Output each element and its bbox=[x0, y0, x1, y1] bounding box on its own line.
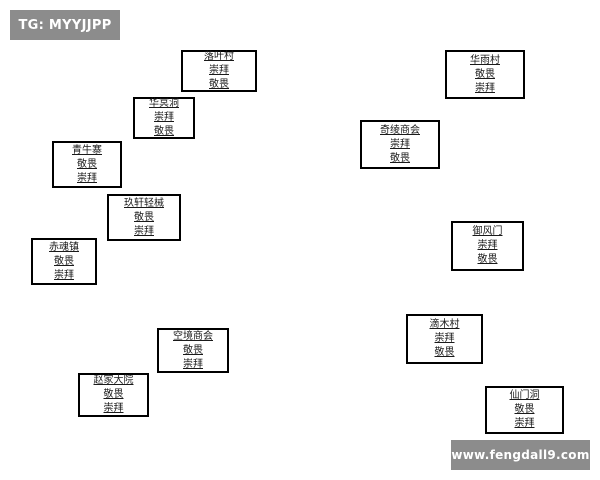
node-relation: 敬畏 bbox=[475, 68, 495, 80]
node-box: 滴木村 崇拜 敬畏 bbox=[406, 314, 483, 364]
node-box: 落叶村 崇拜 敬畏 bbox=[181, 50, 257, 92]
node-box: 华冥洞 崇拜 敬畏 bbox=[133, 97, 195, 139]
node-relation: 敬畏 bbox=[209, 79, 229, 90]
node-title: 玖轩轻械 bbox=[124, 197, 164, 209]
node-title: 华冥洞 bbox=[149, 98, 179, 109]
node-box: 御风门 崇拜 敬畏 bbox=[451, 221, 524, 271]
node-relation: 崇拜 bbox=[514, 418, 535, 429]
node-box: 空境商会 敬畏 崇拜 bbox=[157, 328, 229, 373]
node-box: 赤魂镇 敬畏 崇拜 bbox=[31, 238, 97, 285]
node-box: 仙门洞 敬畏 崇拜 bbox=[485, 386, 564, 434]
node-relation: 崇拜 bbox=[54, 269, 74, 281]
node-title: 滴木村 bbox=[429, 319, 460, 330]
node-box: 奇绫商会 崇拜 敬畏 bbox=[360, 120, 440, 169]
node-title: 华雨村 bbox=[470, 54, 500, 66]
node-box: 赵家大院 敬畏 崇拜 bbox=[78, 373, 149, 417]
node-relation: 敬畏 bbox=[54, 255, 74, 267]
node-relation: 敬畏 bbox=[103, 389, 124, 400]
node-title: 赵家大院 bbox=[93, 375, 134, 386]
node-box: 玖轩轻械 敬畏 崇拜 bbox=[107, 194, 181, 241]
node-box: 华雨村 敬畏 崇拜 bbox=[445, 50, 525, 99]
node-relation: 敬畏 bbox=[390, 152, 410, 164]
watermark-top-left: TG: MYYJJPP bbox=[10, 10, 120, 40]
node-relation: 敬畏 bbox=[77, 158, 97, 170]
node-relation: 敬畏 bbox=[434, 347, 455, 358]
node-relation: 崇拜 bbox=[77, 172, 97, 184]
node-relation: 崇拜 bbox=[475, 82, 495, 94]
node-title: 赤魂镇 bbox=[49, 241, 79, 253]
node-relation: 崇拜 bbox=[390, 138, 410, 150]
node-title: 空境商会 bbox=[173, 330, 213, 342]
node-relation: 崇拜 bbox=[477, 240, 498, 251]
node-box: 青牛寨 敬畏 崇拜 bbox=[52, 141, 122, 188]
node-title: 仙门洞 bbox=[509, 390, 540, 401]
node-relation: 崇拜 bbox=[209, 65, 229, 76]
node-relation: 敬畏 bbox=[514, 404, 535, 415]
node-title: 落叶村 bbox=[204, 51, 234, 62]
node-title: 青牛寨 bbox=[72, 144, 102, 156]
node-relation: 敬畏 bbox=[134, 211, 154, 223]
watermark-bottom-right: www.fengdall9.com bbox=[451, 440, 590, 470]
node-title: 奇绫商会 bbox=[380, 124, 420, 136]
node-relation: 敬畏 bbox=[154, 126, 174, 137]
node-relation: 崇拜 bbox=[183, 358, 203, 370]
node-title: 御风门 bbox=[472, 226, 503, 237]
node-relation: 崇拜 bbox=[134, 225, 154, 237]
node-relation: 敬畏 bbox=[183, 344, 203, 356]
node-relation: 崇拜 bbox=[434, 333, 455, 344]
node-relation: 敬畏 bbox=[477, 254, 498, 265]
node-relation: 崇拜 bbox=[154, 112, 174, 123]
node-relation: 崇拜 bbox=[103, 403, 124, 414]
